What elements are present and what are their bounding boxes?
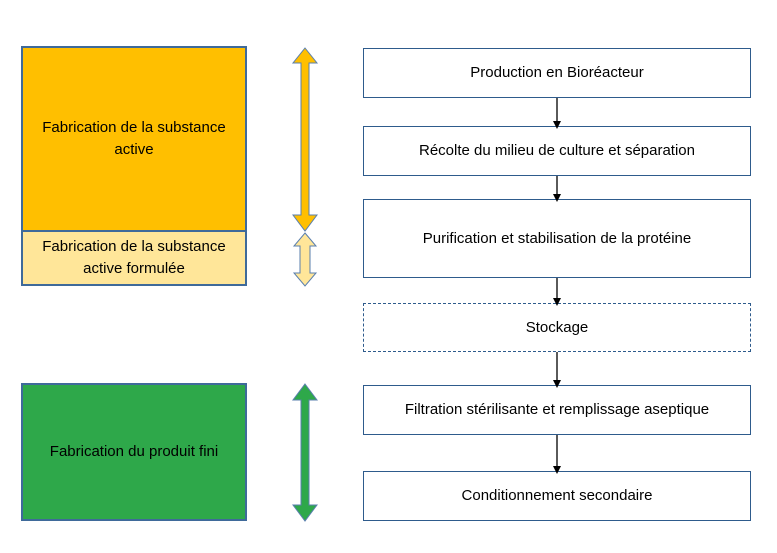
step-harvest-separation: Récolte du milieu de culture et séparati… bbox=[363, 126, 751, 176]
step-sterile-filtration-filling: Filtration stérilisante et remplissage a… bbox=[363, 385, 751, 435]
step-label: Récolte du milieu de culture et séparati… bbox=[419, 142, 695, 159]
step-production-bioreactor: Production en Bioréacteur bbox=[363, 48, 751, 98]
double-arrow-finished-product bbox=[292, 383, 318, 522]
phase-label-formulated-substance: Fabrication de la substance active formu… bbox=[42, 238, 226, 277]
phase-label-finished-product: Fabrication du produit fini bbox=[49, 443, 219, 460]
double-arrow-formulated-substance bbox=[292, 232, 318, 287]
phase-label-active-substance: Fabrication de la substance active bbox=[42, 119, 226, 158]
step-label: Purification et stabilisation de la prot… bbox=[422, 229, 692, 247]
step-storage: Stockage bbox=[363, 303, 751, 352]
step-purification-stabilisation: Purification et stabilisation de la prot… bbox=[363, 199, 751, 278]
step-label: Filtration stérilisante et remplissage a… bbox=[404, 401, 710, 418]
phase-box-finished-product: Fabrication du produit fini bbox=[21, 383, 247, 521]
phase-box-formulated-substance: Fabrication de la substance active formu… bbox=[21, 230, 247, 286]
step-label: Stockage bbox=[525, 318, 589, 336]
phase-box-active-substance: Fabrication de la substance active bbox=[21, 46, 247, 232]
step-label: Production en Bioréacteur bbox=[470, 64, 644, 81]
double-arrow-active-substance bbox=[291, 47, 319, 232]
step-label: Conditionnement secondaire bbox=[461, 487, 653, 504]
step-secondary-packaging: Conditionnement secondaire bbox=[363, 471, 751, 521]
